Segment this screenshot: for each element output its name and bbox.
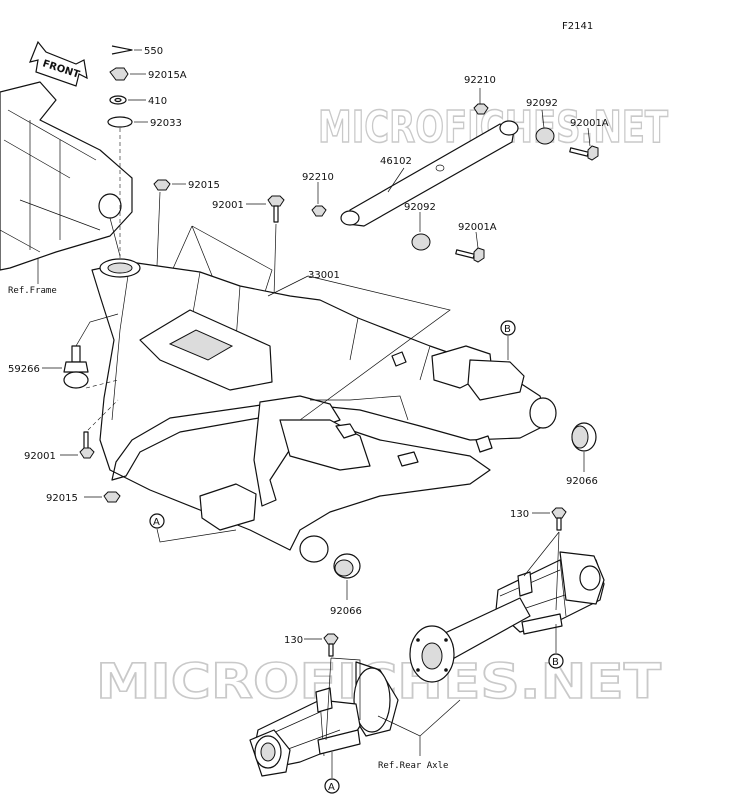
part-92066-right: 92066 (566, 476, 598, 487)
part-92001a-b: 92001A (458, 222, 497, 233)
ball-joint-icon (63, 345, 89, 389)
torque-rod (340, 120, 519, 227)
part-92033: 92033 (150, 118, 182, 129)
callout-b-bottom: B (548, 653, 564, 669)
svg-text:B: B (552, 657, 559, 668)
bolt-icon-a (569, 145, 599, 161)
part-46102: 46102 (380, 156, 412, 167)
cotter-pin-icon (111, 45, 133, 55)
end-cap-icon-bottom (333, 553, 361, 579)
part-130-right: 130 (510, 509, 529, 520)
part-92092-b: 92092 (404, 202, 436, 213)
rear-axle-reference (353, 597, 531, 737)
bolt-icon-left (79, 431, 95, 459)
svg-text:A: A (328, 782, 335, 793)
part-550: 550 (144, 46, 163, 57)
bolt-icon (267, 195, 285, 223)
part-92015-left: 92015 (46, 493, 78, 504)
bushing-icon-a (535, 127, 555, 145)
part-92092-a: 92092 (526, 98, 558, 109)
svg-text:B: B (504, 324, 511, 335)
part-130-bottom: 130 (284, 635, 303, 646)
front-arrow-icon: FRONT (29, 40, 88, 87)
frame-reference: Ref.Frame (0, 81, 133, 296)
callout-a-top: A (149, 513, 165, 529)
part-92210-a: 92210 (464, 75, 496, 86)
nut-icon-left (103, 491, 121, 503)
part-59266: 59266 (8, 364, 40, 375)
ref-rear-axle-label: Ref.Rear Axle (378, 761, 448, 771)
part-410: 410 (148, 96, 167, 107)
part-92015a: 92015A (148, 70, 187, 81)
circlip-icon (107, 116, 133, 128)
bolt-icon-130-bottom (323, 633, 339, 657)
washer-icon (109, 95, 127, 105)
svg-text:A: A (153, 517, 160, 528)
part-92015-top: 92015 (188, 180, 220, 191)
collar-icon-b (311, 205, 327, 217)
part-33001: 33001 (308, 270, 340, 281)
part-92001-left: 92001 (24, 451, 56, 462)
end-cap-icon-right (571, 422, 597, 452)
bolt-icon-b (455, 247, 485, 263)
castle-nut-icon (109, 67, 129, 81)
diagram-code: F2141 (562, 21, 593, 32)
part-92001-top: 92001 (212, 200, 244, 211)
collar-icon-a (473, 103, 489, 115)
part-92210-b: 92210 (302, 172, 334, 183)
part-92001a-a: 92001A (570, 118, 609, 129)
bushing-icon-b (411, 233, 431, 251)
axle-bracket-left (249, 687, 361, 777)
ref-frame-label: Ref.Frame (8, 286, 57, 296)
nut-icon (153, 179, 171, 191)
callout-b-top: B (500, 320, 516, 336)
bolt-icon-130-right (551, 507, 567, 531)
part-92066-bottom: 92066 (330, 606, 362, 617)
swingarm (91, 258, 557, 563)
callout-a-bottom: A (324, 778, 340, 794)
